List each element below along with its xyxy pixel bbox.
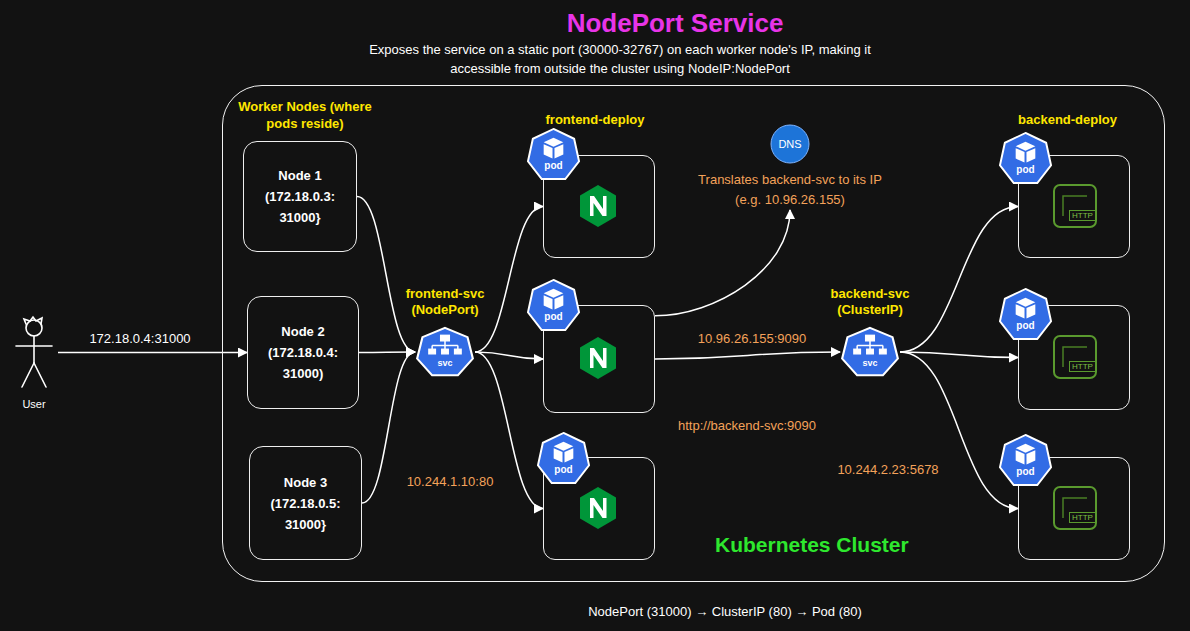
edge-label-slot: 10.96.26.155:9090 <box>682 329 822 347</box>
cube-symbol <box>998 433 1053 488</box>
edge-label: 10.244.1.10:80 <box>404 474 497 490</box>
subtitle-note: Exposes the service on a static port (30… <box>350 40 890 78</box>
connector-arrow <box>357 197 415 353</box>
pod-label: pod <box>526 160 581 172</box>
pod-box: HTTPpod <box>1018 155 1130 258</box>
node-name: Node 1 <box>278 165 321 186</box>
pod-box: HTTPpod <box>1018 457 1130 560</box>
connector-arrow <box>900 207 1018 353</box>
service-icon: backend-svc (ClusterIP)svc <box>840 326 900 378</box>
edge-label-slot: 10.244.1.10:80 <box>398 472 502 490</box>
cluster-region: Kubernetes Cluster Node 1(172.18.0.3: 310… <box>222 85 1165 582</box>
diagram-caption: NodePort (31000) → ClusterIP (80) → Pod … <box>490 603 960 620</box>
pod-box: HTTPpod <box>1018 305 1130 410</box>
user-actor: User <box>10 315 58 390</box>
service-icon: frontend-svc (NodePort)svc <box>415 326 475 378</box>
node-name: Node 2 <box>281 321 324 342</box>
pod-icon: pod <box>998 433 1053 488</box>
worker-node-box: Node 2(172.18.0.4: 31000) <box>247 296 359 409</box>
connector-arrow <box>359 351 415 353</box>
http-icon <box>1052 183 1098 229</box>
connector-arrow <box>655 352 840 359</box>
k8s-icon <box>536 431 591 486</box>
network-symbol <box>415 326 475 378</box>
service-heading: backend-svc (ClusterIP) <box>810 286 930 318</box>
cube-symbol <box>998 287 1053 342</box>
group-label: Worker Nodes (where pods reside) <box>238 98 372 132</box>
k8s-icon <box>998 433 1053 488</box>
pod-box: pod <box>543 305 655 413</box>
actor-label: User <box>0 398 68 410</box>
cube-symbol <box>998 131 1053 186</box>
cluster-title: Kubernetes Cluster <box>715 533 909 557</box>
diagram-title: NodePort Service <box>470 8 880 38</box>
pod-label: pod <box>998 466 1053 478</box>
pod-label: pod <box>536 464 591 476</box>
nginx-logo <box>578 486 618 530</box>
pod-icon: pod <box>998 287 1053 342</box>
http-tag: HTTP <box>1069 361 1096 372</box>
node-address: (172.18.0.3: 31000} <box>252 186 348 228</box>
k8s-icon <box>998 131 1053 186</box>
k8s-icon <box>526 127 581 182</box>
connector-arrow <box>58 352 247 354</box>
pod-label: pod <box>526 311 581 323</box>
cube-symbol <box>526 127 581 182</box>
network-symbol <box>840 326 900 378</box>
pod-icon: pod <box>536 431 591 486</box>
edge-label-slot: 172.18.0.4:31000 <box>65 329 215 347</box>
cube-symbol <box>526 278 581 333</box>
node-address: (172.18.0.4: 31000) <box>256 342 350 384</box>
pod-icon: pod <box>998 131 1053 186</box>
dns-node: DNS Translates backend-svc to its IP (e.g… <box>690 122 890 210</box>
connector-arrow <box>900 352 1018 509</box>
edge-label: 10.244.2.23:5678 <box>834 462 941 478</box>
edge-label: 10.96.26.155:9090 <box>695 331 809 347</box>
edge-label-slot: 10.244.2.23:5678 <box>826 460 950 478</box>
http-tag: HTTP <box>1069 512 1096 523</box>
pod-icon: pod <box>526 278 581 333</box>
user-figure <box>10 315 58 390</box>
worker-node-box: Node 3(172.18.0.5: 31000} <box>249 446 362 560</box>
pod-box: pod <box>543 457 655 560</box>
node-name: Node 3 <box>284 472 327 493</box>
group-label: frontend-deploy <box>530 111 660 128</box>
pod-label: pod <box>998 164 1053 176</box>
worker-node-box: Node 1(172.18.0.3: 31000} <box>243 141 357 252</box>
node-address: (172.18.0.5: 31000} <box>258 493 353 535</box>
k8s-icon <box>526 278 581 333</box>
pod-box: pod <box>543 155 655 258</box>
pod-icon: pod <box>526 127 581 182</box>
http-tag: HTTP <box>1069 210 1096 221</box>
group-label: backend-deploy <box>1000 111 1135 128</box>
svc-label: svc <box>415 358 475 369</box>
pod-label: pod <box>998 320 1053 332</box>
service-heading: frontend-svc (NodePort) <box>385 286 505 318</box>
dns-label: DNS <box>770 124 810 164</box>
nginx-logo <box>578 184 618 228</box>
svc-label: svc <box>840 358 900 369</box>
connector-arrow <box>475 207 543 353</box>
dns-note: Translates backend-svc to its IP (e.g. 1… <box>690 170 890 210</box>
http-icon <box>1052 485 1098 531</box>
nginx-logo <box>578 336 618 380</box>
http-icon <box>1052 334 1098 380</box>
url-label: http://backend-svc:9090 <box>662 417 832 434</box>
edge-label: 172.18.0.4:31000 <box>86 331 193 347</box>
k8s-icon <box>998 287 1053 342</box>
cube-symbol <box>536 431 591 486</box>
connector-arrow <box>655 210 790 316</box>
